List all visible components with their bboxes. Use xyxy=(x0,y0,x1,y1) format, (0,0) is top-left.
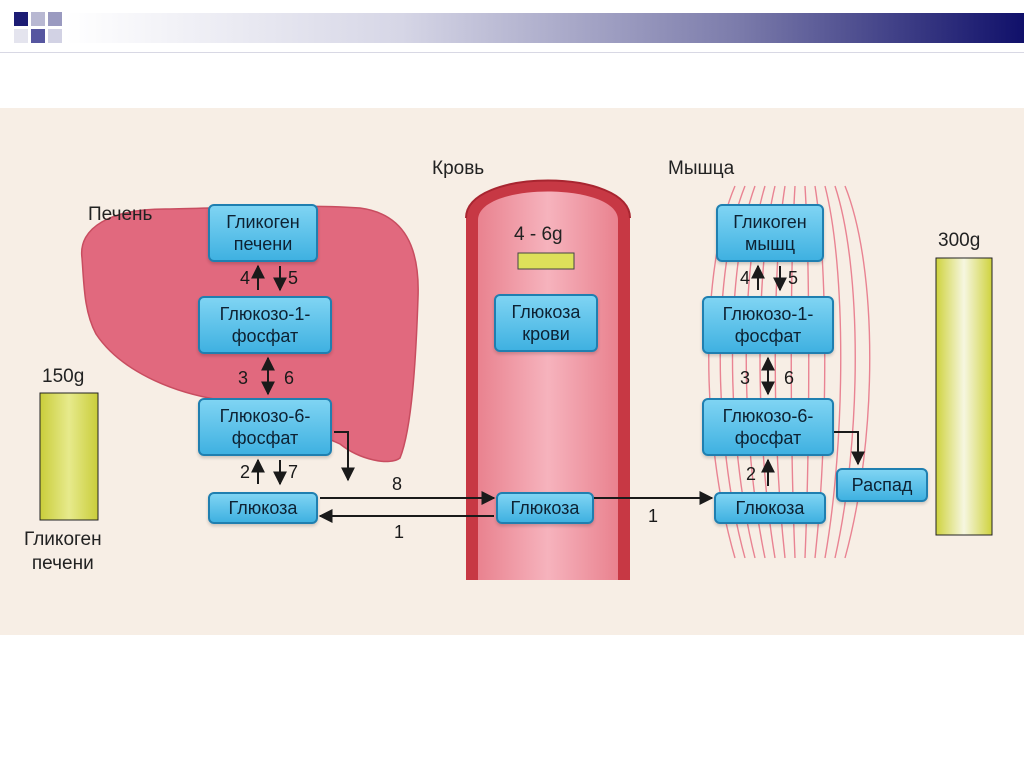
step-number: 5 xyxy=(788,268,799,288)
step-number: 2 xyxy=(746,464,757,484)
liver-store-caption: Гликоген печени xyxy=(24,529,102,574)
muscle-glucose-6-phosphate-node: Глюкозо-6- фосфат xyxy=(702,398,834,456)
header-square xyxy=(48,29,62,43)
title-gradient-band xyxy=(66,13,1024,43)
header-rule xyxy=(0,52,1024,53)
muscle-glucose-1-phosphate-node: Глюкозо-1- фосфат xyxy=(702,296,834,354)
blood-glucose-pool-node: Глюкоза крови xyxy=(494,294,598,352)
header-square xyxy=(14,29,28,43)
muscle-title: Мышца xyxy=(668,158,735,179)
vessel-outline xyxy=(465,179,631,219)
muscle-store-amount: 300g xyxy=(938,230,981,251)
liver-arrows xyxy=(251,264,355,486)
liver-glycogen-node: Гликоген печени xyxy=(208,204,318,262)
step-number: 6 xyxy=(784,368,795,388)
header-square xyxy=(31,12,45,26)
muscle-glucose-node: Глюкоза xyxy=(714,492,826,524)
step-number: 7 xyxy=(288,462,299,482)
liver-glycogen-store-bar xyxy=(39,392,99,521)
blood-title: Кровь xyxy=(432,158,485,179)
step-number: 5 xyxy=(288,268,299,288)
step-number: 1 xyxy=(394,522,405,542)
liver-title: Печень xyxy=(88,204,153,225)
blood-glucose-node: Глюкоза xyxy=(496,492,594,524)
header-square xyxy=(14,12,28,26)
transport-arrows xyxy=(318,491,714,523)
liver-store-amount: 150g xyxy=(42,366,85,387)
liver-glucose-6-phosphate-node: Глюкозо-6- фосфат xyxy=(198,398,332,456)
header-square xyxy=(48,12,62,26)
muscle-glycogen-node: Гликоген мышц xyxy=(716,204,824,262)
step-number: 4 xyxy=(740,268,751,288)
step-number: 1 xyxy=(648,506,659,526)
liver-glucose-1-phosphate-node: Глюкозо-1- фосфат xyxy=(198,296,332,354)
figure-graphics xyxy=(39,179,993,580)
muscle-breakdown-node: Распад xyxy=(836,468,928,502)
step-number: 6 xyxy=(284,368,295,388)
step-number: 3 xyxy=(740,368,751,388)
blood-glucose-store-bar xyxy=(517,252,575,270)
liver-glucose-node: Глюкоза xyxy=(208,492,318,524)
muscle-glycogen-store-bar xyxy=(935,257,993,536)
step-number: 4 xyxy=(240,268,251,288)
step-number: 8 xyxy=(392,474,403,494)
muscle-arrows xyxy=(751,264,865,486)
step-number: 2 xyxy=(240,462,251,482)
glycogen-metabolism-figure: Печень Кровь Мышца 150g Гликоген печени … xyxy=(0,108,1024,635)
step-number: 3 xyxy=(238,368,249,388)
vessel-lumen xyxy=(478,191,618,580)
blood-store-amount: 4 - 6g xyxy=(514,224,563,245)
slide-header-decoration xyxy=(0,0,1024,56)
header-square xyxy=(31,29,45,43)
